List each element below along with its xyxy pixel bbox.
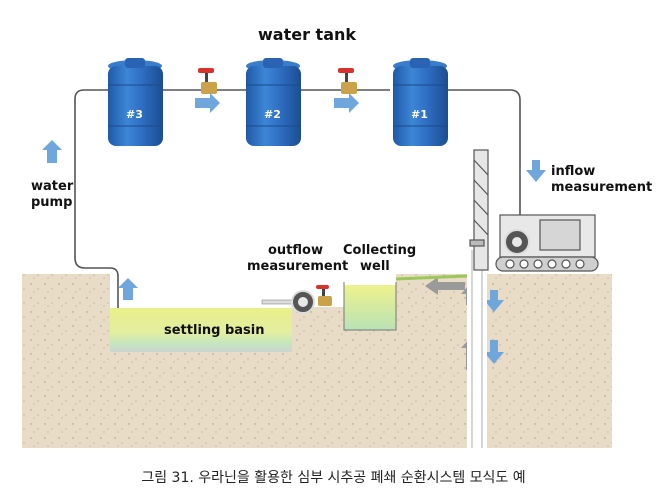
- tank-1: [393, 58, 448, 146]
- collecting-well-label-line1: Collecting: [343, 243, 417, 258]
- valve-3-2: [198, 68, 217, 94]
- flow-arrows: [42, 93, 546, 364]
- settling-basin: [110, 308, 292, 352]
- tank-3-label: #3: [126, 108, 143, 121]
- ground: [22, 274, 612, 448]
- outflow-meter: [291, 285, 332, 314]
- diagram-title: water tank: [258, 25, 357, 44]
- tank-2-label: #2: [264, 108, 281, 121]
- collecting-well: [343, 282, 397, 331]
- inflow-label-line2: measurement: [551, 180, 653, 195]
- surface-pipe: [395, 274, 468, 281]
- inflow-label-line1: inflow: [551, 164, 596, 179]
- collecting-well-label-line2: well: [360, 259, 390, 274]
- water-pump-label-line1: water: [31, 179, 74, 194]
- tank-1-label: #1: [411, 108, 428, 121]
- figure-caption: 그림 31. 우라닌을 활용한 심부 시추공 폐쇄 순환시스템 모식도 예: [141, 470, 526, 486]
- settling-basin-label: settling basin: [164, 323, 265, 338]
- outflow-pipe: [261, 299, 293, 305]
- tank-2: [246, 58, 301, 146]
- valve-2-1: [338, 68, 357, 94]
- tank-3: [108, 58, 163, 146]
- water-pump-label-line2: pump: [31, 195, 73, 210]
- borehole: [467, 250, 487, 448]
- outflow-label-line1: outflow: [268, 243, 323, 258]
- outflow-label-line2: measurement: [247, 259, 349, 274]
- inflow-meter: [504, 229, 530, 255]
